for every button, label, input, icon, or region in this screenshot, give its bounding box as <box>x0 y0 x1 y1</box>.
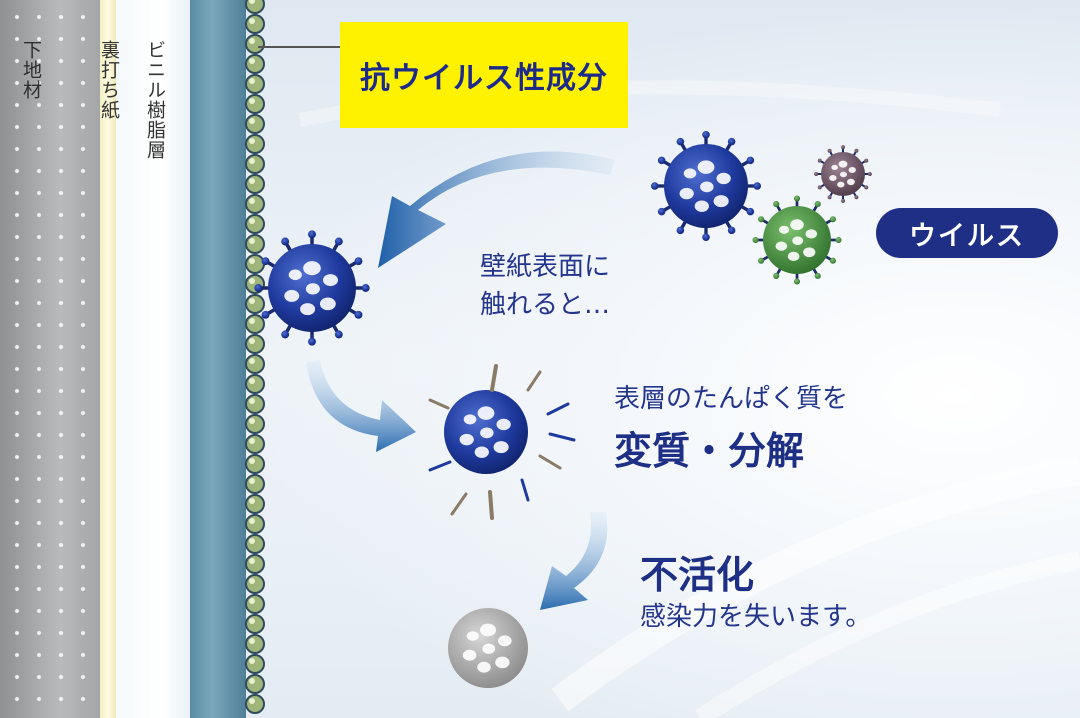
backing-paper-layer <box>100 0 116 718</box>
antiviral-bead <box>245 574 265 594</box>
antiviral-bead <box>245 194 265 214</box>
bead-highlight <box>249 178 255 184</box>
virus-badge: ウイルス <box>876 208 1058 258</box>
denature-step-line1: 表層のたんぱく質を <box>614 384 849 414</box>
antiviral-bead <box>245 694 265 714</box>
antiviral-bead <box>245 634 265 654</box>
antiviral-bead <box>245 374 265 394</box>
bead-highlight <box>249 518 255 524</box>
bead-highlight <box>249 38 255 44</box>
antiviral-bead <box>245 594 265 614</box>
antiviral-bead <box>245 474 265 494</box>
bead-highlight <box>249 538 255 544</box>
bead-highlight <box>249 438 255 444</box>
antiviral-bead <box>245 234 265 254</box>
antiviral-bead <box>245 174 265 194</box>
antiviral-bead <box>245 134 265 154</box>
antiviral-bead <box>245 214 265 234</box>
antiviral-bead <box>245 454 265 474</box>
antiviral-bead <box>245 14 265 34</box>
antiviral-bead <box>245 34 265 54</box>
antiviral-bead <box>245 514 265 534</box>
antiviral-bead <box>245 434 265 454</box>
bead-highlight <box>249 258 255 264</box>
antiviral-bead <box>245 554 265 574</box>
bead-highlight <box>249 298 255 304</box>
bead-highlight <box>249 578 255 584</box>
antiviral-bead <box>245 674 265 694</box>
bead-highlight <box>249 458 255 464</box>
bead-highlight <box>249 18 255 24</box>
bead-highlight <box>249 278 255 284</box>
virus-label: ウイルス <box>909 220 1025 252</box>
surface-coat-layer <box>190 0 246 718</box>
bead-highlight <box>249 358 255 364</box>
bead-highlight <box>249 498 255 504</box>
bead-highlight <box>249 698 255 704</box>
bead-highlight <box>249 418 255 424</box>
antiviral-bead <box>245 274 265 294</box>
bead-highlight <box>249 478 255 484</box>
contact-step-line1: 壁紙表面に <box>480 252 611 282</box>
antiviral-bead <box>245 254 265 274</box>
denature-step-heading: 変質・分解 <box>613 429 805 474</box>
base-material-layer <box>0 0 100 718</box>
antiviral-bead <box>245 414 265 434</box>
bead-highlight <box>249 638 255 644</box>
bead-highlight <box>249 58 255 64</box>
antiviral-bead <box>245 354 265 374</box>
inactivate-step-heading: 不活化 <box>639 553 755 598</box>
bead-highlight <box>249 78 255 84</box>
bead-highlight <box>249 158 255 164</box>
bead-highlight <box>249 0 255 4</box>
contact-step-line2: 触れると… <box>480 290 611 320</box>
bead-highlight <box>249 618 255 624</box>
bead-highlight <box>249 318 255 324</box>
antiviral-bead <box>245 314 265 334</box>
inactivate-step-description: 感染力を失います。 <box>640 602 872 632</box>
antiviral-bead <box>245 94 265 114</box>
bead-highlight <box>249 378 255 384</box>
antiviral-bead <box>245 334 265 354</box>
bead-highlight <box>249 238 255 244</box>
bead-highlight <box>249 198 255 204</box>
antiviral-bead <box>245 654 265 674</box>
antiviral-bead <box>245 614 265 634</box>
antiviral-component-callout: 抗ウイルス性成分 <box>340 22 628 128</box>
bead-highlight <box>249 118 255 124</box>
bead-highlight <box>249 678 255 684</box>
vinyl-resin-label: ビニル樹脂層 <box>144 40 166 160</box>
antiviral-bead <box>245 534 265 554</box>
vinyl-resin-layer <box>116 0 190 718</box>
backing-paper-label: 裏打ち紙 <box>98 40 120 120</box>
bead-highlight <box>249 658 255 664</box>
antiviral-bead-column <box>245 0 265 714</box>
bead-highlight <box>249 398 255 404</box>
antiviral-bead <box>245 294 265 314</box>
antiviral-bead <box>245 114 265 134</box>
bead-highlight <box>249 558 255 564</box>
bead-highlight <box>249 218 255 224</box>
bead-highlight <box>249 138 255 144</box>
bead-highlight <box>249 598 255 604</box>
antiviral-bead <box>245 154 265 174</box>
antiviral-bead <box>245 74 265 94</box>
antiviral-bead <box>245 0 265 14</box>
antiviral-bead <box>245 494 265 514</box>
antiviral-bead <box>245 54 265 74</box>
antiviral-bead <box>245 394 265 414</box>
bead-highlight <box>249 338 255 344</box>
bead-highlight <box>249 98 255 104</box>
antiviral-component-label: 抗ウイルス性成分 <box>360 61 608 96</box>
base-material-label: 下地材 <box>20 40 42 100</box>
